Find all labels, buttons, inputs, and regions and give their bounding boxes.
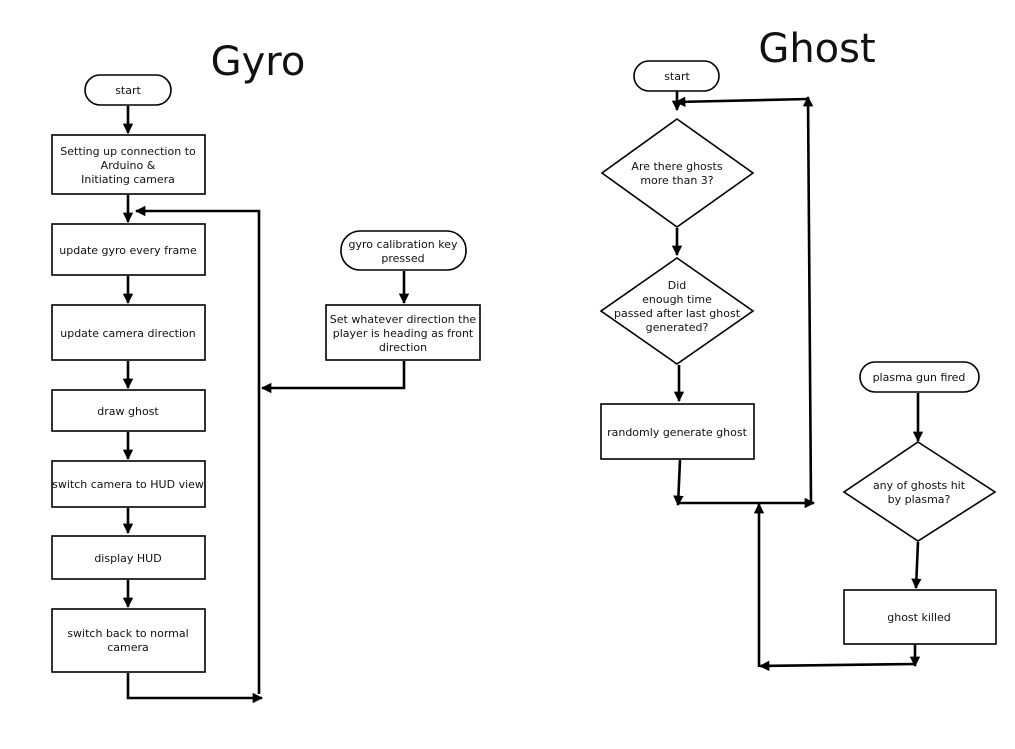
label-line: ghost killed	[887, 611, 951, 624]
arrow-generate-to-merge	[673, 459, 684, 507]
gyro-display-hud-node: display HUD	[51, 535, 206, 580]
arrow-loop-back-to-update-gyro	[134, 205, 261, 694]
gyro-switch-hud-shape	[51, 460, 206, 508]
label-line: start	[115, 84, 141, 97]
ghost-plasma-fired-shape	[859, 361, 980, 393]
label-line: update gyro every frame	[59, 244, 197, 257]
ghost-hit-shape	[842, 441, 997, 542]
ghost-generate-label: randomly generate ghost	[607, 426, 747, 439]
label-line: draw ghost	[97, 405, 159, 418]
gyro-update-camera-node: update camera direction	[51, 304, 206, 361]
label-line: Set whatever direction the	[330, 313, 477, 326]
gyro-start-node: start	[84, 74, 172, 106]
label-line: Initiating camera	[81, 173, 175, 186]
gyro-update-camera-label: update camera direction	[60, 327, 196, 340]
ghost-start-label: start	[664, 70, 690, 83]
gyro-update-gyro-node: update gyro every frame	[51, 223, 206, 276]
ghost-plasma-fired-label: plasma gun fired	[873, 371, 966, 384]
arrow-hit-to-killed	[911, 541, 922, 590]
arrow-set-front-to-loop	[260, 361, 406, 394]
label-line: gyro calibration key	[349, 238, 458, 251]
ghost-killed-label: ghost killed	[887, 611, 951, 624]
label-line: Arduino &	[101, 159, 156, 172]
gyro-update-gyro-shape	[51, 223, 206, 276]
label-line: Setting up connection to	[60, 145, 196, 158]
gyro-draw-ghost-node: draw ghost	[51, 389, 206, 432]
label-line: Did	[668, 279, 687, 292]
gyro-switch-hud-label: switch camera to HUD view	[52, 478, 204, 491]
gyro-update-gyro-label: update gyro every frame	[59, 244, 197, 257]
ghost-start-shape	[633, 60, 720, 92]
label-line: more than 3?	[640, 174, 713, 187]
gyro-setup-shape	[51, 134, 206, 195]
ghost-title: Ghost	[758, 26, 875, 72]
label-line: switch back to normal	[67, 627, 188, 640]
gyro-display-hud-label: display HUD	[94, 552, 161, 565]
ghost-more-than-3-shape	[600, 118, 755, 228]
gyro-start-shape	[84, 74, 172, 106]
ghost-start-node: start	[633, 60, 720, 92]
ghost-generate-shape	[600, 403, 755, 460]
label-line: switch camera to HUD view	[52, 478, 204, 491]
label-line: by plasma?	[888, 493, 951, 506]
label-line: direction	[379, 341, 427, 354]
label-line: pressed	[381, 252, 424, 265]
label-line: any of ghosts hit	[873, 479, 966, 492]
label-line: start	[664, 70, 690, 83]
ghost-killed-node: ghost killed	[843, 589, 997, 645]
gyro-display-hud-shape	[51, 535, 206, 580]
ghost-killed-shape	[843, 589, 997, 645]
label-line: Are there ghosts	[631, 160, 722, 173]
label-line: plasma gun fired	[873, 371, 966, 384]
gyro-switch-hud-node: switch camera to HUD view	[51, 460, 206, 508]
ghost-plasma-fired-node: plasma gun fired	[859, 361, 980, 393]
label-line: player is heading as front	[333, 327, 474, 340]
label-line: display HUD	[94, 552, 161, 565]
gyro-draw-ghost-shape	[51, 389, 206, 432]
gyro-start-label: start	[115, 84, 141, 97]
gyro-calib-key-shape	[340, 230, 467, 271]
gyro-draw-ghost-label: draw ghost	[97, 405, 159, 418]
label-line: generated?	[646, 321, 709, 334]
label-line: passed after last ghost	[614, 307, 741, 320]
gyro-set-front-shape	[325, 304, 481, 361]
gyro-title: Gyro	[211, 39, 306, 85]
label-line: randomly generate ghost	[607, 426, 747, 439]
arrow-switch-back-to-loop	[126, 673, 264, 704]
ghost-flow-lines	[671, 91, 924, 672]
ghost-enough-time-shape	[599, 257, 755, 365]
ghost-generate-node: randomly generate ghost	[600, 403, 755, 460]
arrow-right-loop-up	[802, 95, 814, 503]
label-line: update camera direction	[60, 327, 196, 340]
gyro-update-camera-shape	[51, 304, 206, 361]
label-line: enough time	[642, 293, 712, 306]
label-line: camera	[107, 641, 149, 654]
arrow-killed-to-left-loop	[758, 660, 916, 672]
arrow-loop-back-to-more-than-3	[674, 96, 809, 107]
gyro-flow-lines	[122, 106, 410, 704]
gyro-switch-back-shape	[51, 608, 206, 673]
